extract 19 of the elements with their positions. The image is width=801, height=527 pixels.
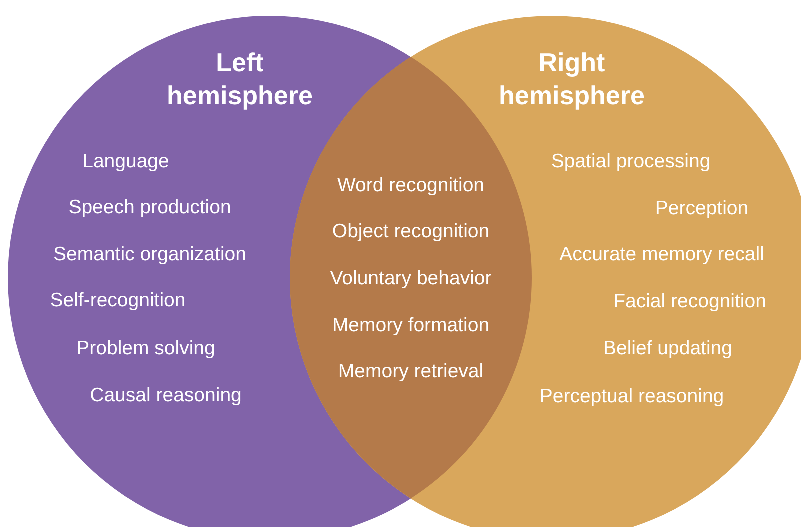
function-label: Causal reasoning	[90, 384, 242, 408]
function-label: Problem solving	[76, 337, 216, 361]
circle-heading: Right hemisphere	[498, 46, 646, 112]
function-label: Belief updating	[603, 337, 733, 361]
function-label: Speech production	[68, 196, 232, 220]
function-label: Accurate memory recall	[560, 243, 764, 267]
function-label: Memory formation	[332, 314, 490, 338]
function-label: Voluntary behavior	[330, 267, 492, 291]
function-label: Spatial processing	[551, 150, 711, 174]
circle-heading: Left hemisphere	[166, 46, 314, 112]
function-label: Semantic organization	[54, 243, 246, 267]
function-label: Self-recognition	[50, 289, 186, 313]
function-label: Object recognition	[332, 220, 490, 244]
function-label: Memory retrieval	[338, 360, 484, 384]
function-label: Word recognition	[337, 174, 485, 198]
function-label: Perception	[655, 197, 749, 221]
function-label: Language	[82, 150, 170, 174]
function-label: Facial recognition	[614, 290, 766, 314]
function-label: Perceptual reasoning	[540, 385, 724, 409]
